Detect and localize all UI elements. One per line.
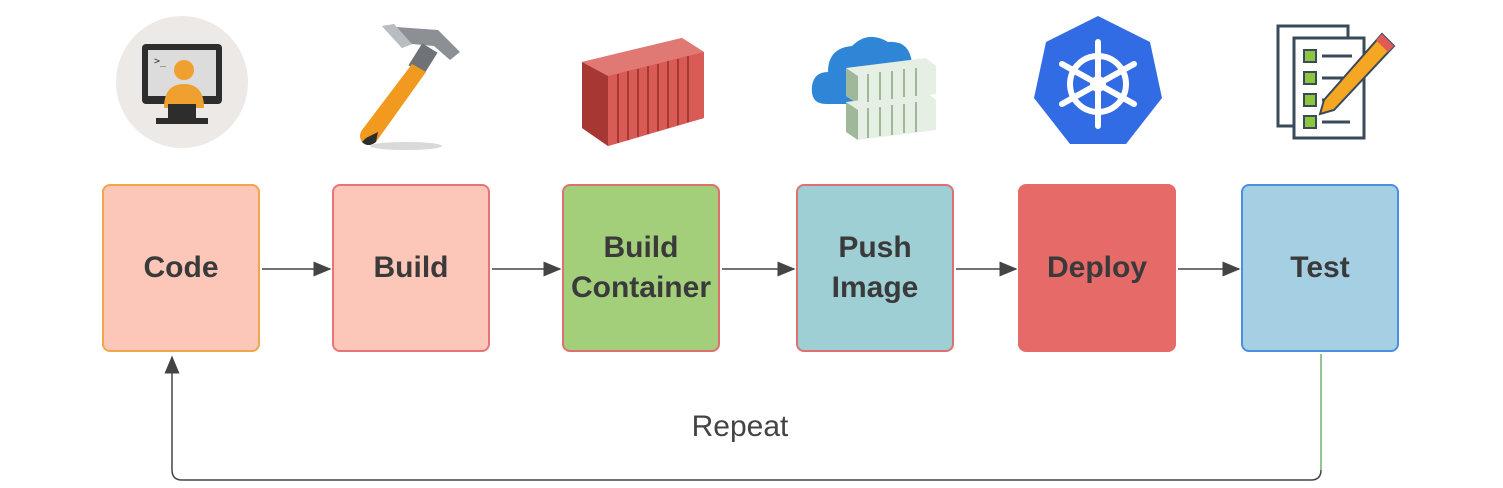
stage-label-code: Code [143,251,219,284]
stage-test: Test [1241,184,1399,352]
repeat-label: Repeat [691,410,789,443]
shipping-container-icon [572,12,712,152]
kubernetes-helm-icon [1028,12,1168,152]
stage-label-push-image: Push Image [831,231,919,304]
stage-deploy: Deploy [1018,184,1176,352]
stage-label-build: Build [373,251,449,284]
stage-build-container: Build Container [562,184,720,352]
checklist-pencil-icon [1264,12,1404,152]
stage-label-build-container: Build Container [570,231,711,304]
arrow-repeat-loop [164,354,1322,481]
svg-text:>_: >_ [154,56,167,67]
developer-monitor-icon: >_ [112,12,252,152]
cloud-registry-icon [806,12,946,152]
hammer-icon [342,12,482,152]
stage-label-test: Test [1290,251,1350,284]
stage-code: Code [102,184,260,352]
stage-build: Build [332,184,490,352]
stage-push-image: Push Image [796,184,954,352]
stage-label-deploy: Deploy [1046,251,1148,284]
